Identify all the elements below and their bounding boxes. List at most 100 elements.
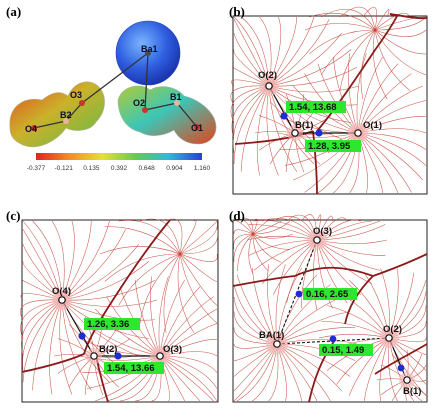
atom-label-b1: B1: [170, 92, 182, 102]
field-line: [339, 6, 376, 31]
field-line: [139, 253, 181, 324]
esp-colorbar: [36, 153, 202, 160]
field-line: [61, 299, 139, 357]
field-line: [374, 16, 427, 31]
value-box: [286, 101, 346, 113]
atom-label-o1: O(1): [363, 120, 382, 131]
esp-right-lobe: [117, 85, 217, 145]
field-line: [237, 218, 254, 235]
gradient-field-b: 1.54, 13.68 1.28, 3.95 O(2) B(1) O(1): [230, 6, 428, 195]
field-line: [360, 29, 376, 99]
field-line: [233, 229, 254, 235]
field-line: [339, 29, 376, 91]
bcp-value-c2: 1.54, 13.66: [107, 363, 155, 374]
atom-label-o4: O4: [25, 124, 37, 134]
field-line: [179, 253, 218, 306]
field-line: [179, 253, 218, 324]
field-line: [374, 29, 427, 76]
field-line: [61, 220, 92, 301]
field-line: [163, 253, 181, 333]
atom-nuclei-c: [52, 290, 170, 366]
field-line: [233, 233, 254, 263]
atom-label-o3: O(3): [313, 226, 332, 237]
field-line: [374, 29, 427, 55]
bcp-value-d2: 0.15, 1.49: [322, 345, 364, 356]
bcp-marker: [397, 364, 405, 372]
plot-frame-b: [232, 15, 428, 195]
panel-d: (d) 0.16, 2.65: [225, 204, 435, 408]
plot-frame-c: [21, 219, 219, 403]
field-line: [118, 253, 181, 306]
atom-label-b1: B(1): [403, 386, 421, 397]
colorbar-tick-label: 0.648: [139, 165, 156, 172]
molecule-atoms: [31, 50, 200, 131]
field-line: [51, 220, 65, 301]
atom-label-ba1: Ba1: [141, 44, 158, 54]
atom-label-o3: O(3): [163, 344, 182, 355]
bcp-value-b2: 1.28, 3.95: [308, 141, 351, 152]
field-line: [22, 220, 63, 301]
value-box: [104, 362, 164, 374]
gradient-field-d: 0.16, 2.65 0.15, 1.49 O(3) BA(1) O(2) B(…: [232, 214, 428, 403]
field-line: [32, 299, 63, 391]
panel-label-d: (d): [229, 208, 245, 223]
colorbar-tick-label: -0.377: [27, 165, 46, 172]
atom-label-o2: O2: [133, 98, 145, 108]
separatrices-d: [232, 253, 428, 403]
field-line: [252, 220, 269, 235]
field-line: [321, 9, 376, 31]
atom-nuclei-b: [259, 76, 368, 143]
field-line: [61, 243, 140, 301]
field-line: [248, 233, 254, 275]
value-box: [305, 140, 361, 152]
field-line: [22, 299, 63, 383]
field-line: [252, 233, 290, 250]
field-line: [32, 220, 63, 301]
atom-label-ba1: BA(1): [259, 330, 284, 341]
field-line: [252, 233, 294, 239]
field-line: [61, 299, 110, 383]
field-line: [179, 220, 197, 255]
field-line: [252, 218, 258, 235]
field-line: [61, 220, 110, 301]
colorbar-tick-label: 1.160: [194, 165, 211, 172]
atom-label-o4: O(4): [52, 286, 71, 297]
atom-label-o3: O3: [70, 90, 82, 100]
panel-c: (c) 1.26, 3.36 1.54, 13.66 O(4) B(2) O: [0, 204, 225, 408]
field-line: [61, 299, 158, 307]
bcp-value-b1: 1.54, 13.68: [289, 102, 337, 113]
field-line: [61, 229, 126, 301]
field-line: [61, 220, 75, 301]
bcp-value-c1: 1.26, 3.36: [87, 319, 129, 330]
bcp-marker: [114, 352, 122, 360]
field-line: [237, 233, 254, 271]
value-box: [84, 318, 140, 330]
bcp-marker: [315, 129, 323, 137]
atom-label-o2: O(2): [258, 70, 277, 81]
field-line: [309, 12, 376, 31]
field-line: [179, 220, 218, 255]
field-line: [374, 29, 427, 37]
field-line: [374, 29, 411, 91]
gradient-field-c: 1.26, 3.36 1.54, 13.66 O(4) B(2) O(3): [20, 218, 219, 403]
field-line: [118, 220, 181, 255]
field-line: [233, 233, 254, 250]
field-line: [252, 233, 282, 263]
field-line: [59, 299, 73, 395]
field-line: [61, 261, 149, 301]
colorbar-tick-label: 0.392: [111, 165, 128, 172]
field-line: [362, 6, 378, 31]
atom-label-b2: B(2): [99, 344, 117, 355]
field-line: [179, 253, 218, 262]
field-line: [252, 233, 269, 272]
value-box: [303, 288, 357, 300]
field-line: [233, 218, 254, 235]
atom-label-b2: B2: [60, 110, 72, 120]
field-line: [61, 299, 155, 321]
panel-label-b: (b): [229, 4, 245, 19]
field-line: [252, 220, 282, 235]
field-line: [309, 29, 376, 55]
field-line: [22, 299, 63, 371]
